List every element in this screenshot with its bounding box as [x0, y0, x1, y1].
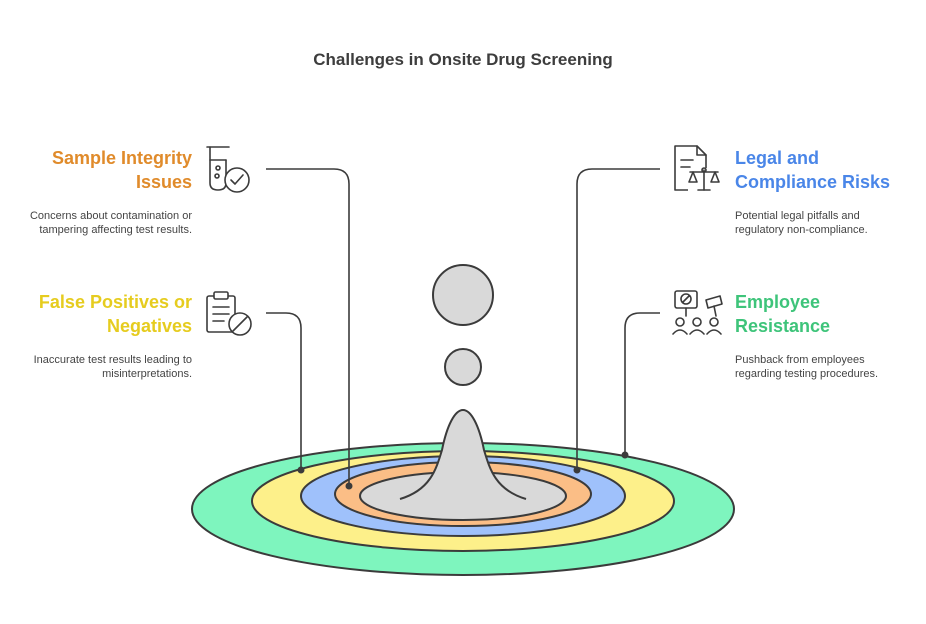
label-legal-compliance: Legal and Compliance Risks	[735, 146, 915, 194]
label-line: Issues	[135, 172, 192, 192]
desc-legal-compliance: Potential legal pitfalls and regulatory …	[735, 210, 868, 236]
label-false-positives: False Positives or Negatives	[10, 290, 192, 338]
diagram-title: Challenges in Onsite Drug Screening	[313, 50, 613, 69]
connector-dot	[297, 466, 305, 474]
connector-legal	[576, 168, 660, 470]
label-line: Legal and	[735, 148, 820, 168]
label-line: Resistance	[735, 316, 831, 336]
label-line: False Positives or	[38, 292, 192, 312]
connector-false-positives	[266, 312, 302, 470]
document-scales-icon	[674, 145, 720, 192]
connector-sample-integrity	[266, 168, 350, 486]
test-tube-check-icon	[206, 146, 250, 193]
connector-dot	[573, 466, 581, 474]
drop-large	[432, 264, 494, 326]
label-line: Negatives	[106, 316, 192, 336]
label-line: Compliance Risks	[735, 172, 891, 192]
label-sample-integrity: Sample Integrity Issues	[20, 146, 192, 194]
desc-employee-resistance: Pushback from employees regarding testin…	[735, 354, 879, 380]
connector-employee	[624, 312, 660, 455]
protest-group-icon	[672, 290, 723, 335]
clipboard-prohibited-icon	[206, 291, 252, 336]
connector-dot	[621, 451, 629, 459]
desc-sample-integrity: Concerns about contamination or tamperin…	[29, 210, 192, 236]
desc-false-positives: Inaccurate test results leading to misin…	[33, 354, 192, 380]
label-line: Sample Integrity	[51, 148, 192, 168]
label-line: Employee	[735, 292, 821, 312]
splash-peak	[399, 408, 527, 500]
label-employee-resistance: Employee Resistance	[735, 290, 915, 338]
connector-dot	[345, 482, 353, 490]
drop-small	[444, 348, 482, 386]
